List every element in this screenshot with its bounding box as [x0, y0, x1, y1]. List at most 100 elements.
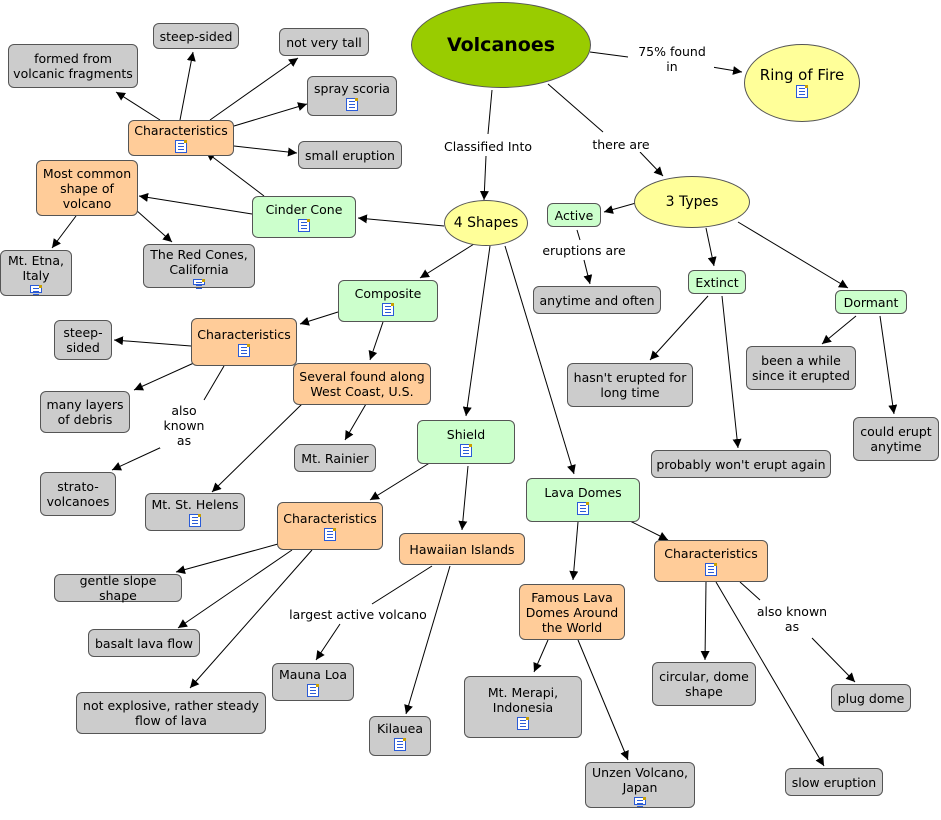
node-anytime-and-often[interactable]: anytime and often	[533, 286, 661, 314]
edge	[344, 403, 367, 441]
edge	[711, 66, 743, 75]
node-mt-st-helens[interactable]: Mt. St. Helens	[145, 493, 245, 531]
node-plug-dome[interactable]: plug dome	[831, 684, 911, 712]
document-icon[interactable]	[30, 285, 42, 293]
node-label: Characteristics	[197, 327, 291, 342]
node-not-explosive[interactable]: not explosive, rather steady flow of lav…	[76, 692, 266, 734]
edge	[357, 214, 445, 227]
node-label: Volcanoes	[446, 33, 556, 56]
edge	[135, 209, 173, 243]
node-hasnt-erupted[interactable]: hasn't erupted for long time	[567, 363, 693, 407]
node-many-layers[interactable]: many layers of debris	[40, 391, 130, 433]
node-mt-rainier[interactable]: Mt. Rainier	[294, 444, 376, 472]
document-icon[interactable]	[705, 563, 717, 576]
node-label: many layers of debris	[46, 397, 124, 427]
edge	[649, 295, 709, 361]
edge	[233, 102, 308, 127]
node-hawaiian-islands[interactable]: Hawaiian Islands	[399, 533, 525, 565]
edge	[404, 565, 451, 715]
edge	[209, 57, 299, 121]
edge	[111, 445, 165, 471]
node-most-common-shape[interactable]: Most common shape of volcano	[36, 160, 138, 216]
node-shield-characteristics[interactable]: Characteristics	[277, 502, 383, 550]
node-mt-merapi[interactable]: Mt. Merapi, Indonesia	[464, 676, 582, 738]
document-icon[interactable]	[460, 444, 472, 457]
node-composite-characteristics[interactable]: Characteristics	[191, 318, 297, 366]
node-volcanoes[interactable]: Volcanoes	[411, 2, 591, 88]
node-3-types[interactable]: 3 Types	[634, 176, 750, 228]
node-mauna-loa[interactable]: Mauna Loa	[272, 663, 354, 701]
link-label-also-known-as: also known as	[160, 403, 208, 448]
node-label: hasn't erupted for long time	[573, 370, 687, 400]
edge	[51, 215, 77, 249]
node-shield[interactable]: Shield	[417, 420, 515, 464]
document-icon[interactable]	[517, 716, 529, 730]
document-icon[interactable]	[796, 85, 808, 98]
edge	[589, 51, 629, 58]
edge	[233, 145, 298, 157]
node-lava-domes[interactable]: Lava Domes	[526, 478, 640, 522]
node-ring-of-fire[interactable]: Ring of Fire	[744, 44, 860, 122]
node-dormant[interactable]: Dormant	[835, 290, 907, 314]
node-small-eruption[interactable]: small eruption	[298, 141, 402, 169]
node-cinder-characteristics[interactable]: Characteristics	[128, 120, 234, 156]
node-extinct[interactable]: Extinct	[688, 270, 746, 294]
node-4-shapes[interactable]: 4 Shapes	[444, 200, 528, 246]
edge	[627, 519, 669, 541]
document-icon[interactable]	[382, 303, 394, 316]
document-icon[interactable]	[394, 738, 406, 751]
node-label: could erupt anytime	[860, 424, 932, 454]
node-active[interactable]: Active	[547, 203, 601, 227]
document-icon[interactable]	[189, 514, 201, 527]
node-mt-etna[interactable]: Mt. Etna, Italy	[0, 250, 72, 296]
edge	[547, 83, 604, 133]
node-label: Dormant	[843, 294, 899, 310]
node-label: formed from volcanic fragments	[13, 51, 133, 81]
node-red-cones[interactable]: The Red Cones, California	[143, 244, 255, 288]
node-label: basalt lava flow	[94, 635, 194, 651]
node-label: Composite	[354, 286, 422, 301]
edge	[138, 192, 253, 215]
node-could-erupt-anytime[interactable]: could erupt anytime	[853, 417, 939, 461]
node-spray-scoria[interactable]: spray scoria	[307, 76, 397, 116]
node-not-very-tall[interactable]: not very tall	[279, 28, 369, 56]
document-icon[interactable]	[298, 219, 310, 232]
edge	[458, 465, 469, 531]
node-probably-wont-erupt[interactable]: probably won't erupt again	[651, 450, 831, 478]
edge	[569, 521, 579, 581]
node-label: Famous Lava Domes Around the World	[525, 589, 619, 635]
document-icon[interactable]	[577, 502, 589, 515]
document-icon[interactable]	[175, 140, 187, 153]
node-domes-characteristics[interactable]: Characteristics	[654, 540, 768, 582]
document-icon[interactable]	[193, 279, 205, 285]
node-famous-lava-domes[interactable]: Famous Lava Domes Around the World	[519, 584, 625, 640]
node-steep-sided-2[interactable]: steep-sided	[54, 320, 112, 360]
node-circular-dome[interactable]: circular, dome shape	[652, 662, 756, 706]
document-icon[interactable]	[634, 797, 646, 805]
document-icon[interactable]	[238, 344, 250, 357]
document-icon[interactable]	[307, 684, 319, 697]
node-label: strato-volcanoes	[46, 479, 110, 509]
node-slow-eruption[interactable]: slow eruption	[785, 768, 883, 796]
edge	[189, 549, 313, 689]
edge	[737, 221, 849, 289]
document-icon[interactable]	[346, 98, 358, 111]
edge	[177, 549, 293, 629]
node-formed-from-fragments[interactable]: formed from volcanic fragments	[8, 44, 138, 88]
node-strato-volcanoes[interactable]: strato-volcanoes	[40, 472, 116, 516]
node-label: probably won't erupt again	[656, 456, 826, 472]
node-kilauea[interactable]: Kilauea	[369, 716, 431, 756]
edge	[639, 151, 664, 177]
edge	[315, 623, 341, 661]
node-been-a-while[interactable]: been a while since it erupted	[746, 346, 856, 390]
node-composite[interactable]: Composite	[338, 280, 438, 322]
node-several-found[interactable]: Several found along West Coast, U.S.	[293, 363, 431, 405]
document-icon[interactable]	[324, 528, 336, 541]
node-gentle-slope[interactable]: gentle slope shape	[54, 573, 182, 603]
node-cinder-cone[interactable]: Cinder Cone	[252, 196, 356, 238]
node-unzen-volcano[interactable]: Unzen Volcano, Japan	[585, 762, 695, 808]
node-basalt-lava-flow[interactable]: basalt lava flow	[88, 629, 200, 657]
node-steep-sided[interactable]: steep-sided	[153, 23, 239, 49]
